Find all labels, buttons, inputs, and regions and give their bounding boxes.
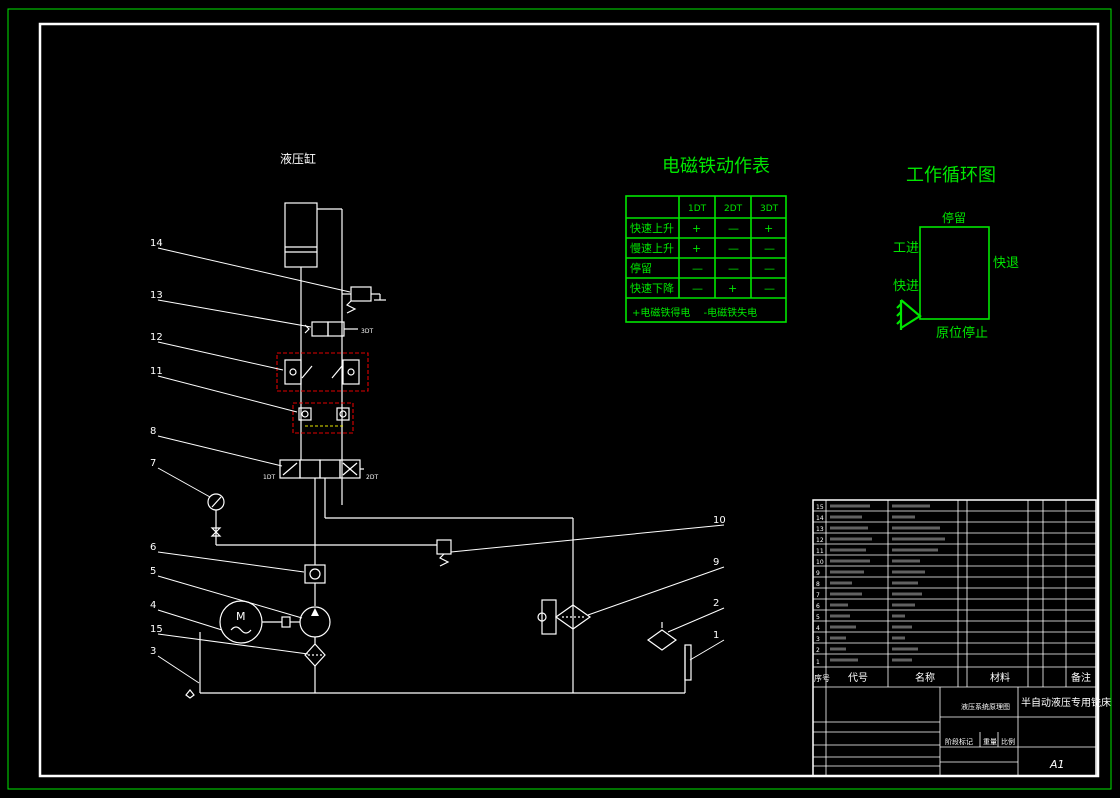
callout-10: 10 — [713, 515, 726, 526]
inner-frame — [38, 22, 1100, 778]
tag-3dt: 3DT — [361, 328, 373, 335]
callout-8: 8 — [150, 426, 156, 437]
sheet-size: A1 — [1049, 758, 1065, 771]
header-code: 代号 — [848, 672, 868, 684]
part-row-number: 7 — [816, 592, 820, 599]
scale-label: 比例 — [1001, 737, 1015, 746]
cylinder-label: 液压缸 — [280, 151, 316, 166]
weight-label: 重量 — [983, 738, 997, 746]
part-row-number: 5 — [816, 614, 820, 621]
title-block: 15 14 13 12 11 10 9 8 7 6 5 4 3 2 1 — [812, 499, 1111, 777]
cycle-label-right: 快退 — [993, 256, 1019, 271]
part-row-number: 13 — [816, 526, 824, 533]
part-row-number: 12 — [816, 537, 824, 544]
cell: + — [728, 282, 737, 295]
project-title: 半自动液压专用铣床 — [1021, 696, 1111, 709]
callout-14: 14 — [150, 238, 163, 249]
callout-13: 13 — [150, 290, 163, 301]
cell: + — [764, 222, 773, 235]
cycle-label-left-upper: 工进 — [893, 241, 919, 256]
cell: — — [728, 222, 739, 235]
cell: — — [692, 262, 703, 275]
tag-1dt: 1DT — [263, 474, 275, 481]
callout-3: 3 — [150, 646, 156, 657]
cell: — — [728, 262, 739, 275]
callout-15: 15 — [150, 624, 163, 635]
work-cycle-diagram: 工作循环图 停留 工进 快进 快退 原位停止 — [893, 165, 1019, 341]
cycle-label-left-lower: 快进 — [893, 279, 919, 294]
header-1dt: 1DT — [688, 204, 707, 214]
part-row-number: 4 — [816, 625, 820, 632]
part-row-number: 15 — [816, 504, 824, 511]
part-row-number: 3 — [816, 636, 820, 643]
part-row-number: 2 — [816, 647, 820, 654]
motor-m-label: M — [236, 610, 246, 623]
stage-mark-label: 阶段标记 — [945, 737, 973, 746]
callout-1: 1 — [713, 630, 719, 641]
header-3dt: 3DT — [760, 204, 779, 214]
cycle-label-bottom: 原位停止 — [936, 325, 988, 341]
hydraulic-circuit: 液压缸 3DT — [150, 151, 726, 699]
header-note: 备注 — [1071, 671, 1091, 684]
cycle-label-top: 停留 — [942, 210, 966, 225]
cell: — — [764, 262, 775, 275]
callout-5: 5 — [150, 566, 156, 577]
part-row-number: 6 — [816, 603, 820, 610]
row-label: 快速上升 — [630, 222, 674, 235]
cell: — — [728, 242, 739, 255]
cell: — — [692, 282, 703, 295]
header-material: 材料 — [990, 671, 1010, 684]
header-2dt: 2DT — [724, 204, 743, 214]
solenoid-table: 电磁铁动作表 1DT 2DT 3DT 快速上升 + — + 慢速上升 + — —… — [625, 156, 787, 323]
cell: + — [692, 222, 701, 235]
tag-2dt: 2DT — [366, 474, 378, 481]
part-row-number: 1 — [816, 659, 820, 666]
row-label: 慢速上升 — [630, 242, 674, 255]
callout-4: 4 — [150, 600, 156, 611]
callout-11: 11 — [150, 366, 163, 377]
callout-2: 2 — [713, 598, 719, 609]
part-row-number: 9 — [816, 570, 820, 577]
callout-12: 12 — [150, 332, 163, 343]
part-row-number: 10 — [816, 559, 824, 566]
callout-9: 9 — [713, 557, 719, 568]
outer-frame — [7, 8, 1112, 790]
header-seq: 序号 — [814, 673, 830, 683]
cell: — — [764, 242, 775, 255]
callout-6: 6 — [150, 542, 156, 553]
row-label: 停留 — [630, 261, 652, 275]
part-row-number: 8 — [816, 581, 820, 588]
cell: + — [692, 242, 701, 255]
part-row-number: 14 — [816, 515, 824, 522]
cell: — — [764, 282, 775, 295]
row-label: 快速下降 — [630, 281, 674, 295]
cycle-title: 工作循环图 — [906, 165, 996, 186]
drawing-name: 液压系统原理图 — [961, 702, 1010, 711]
solenoid-table-note: +电磁铁得电 -电磁铁失电 — [632, 306, 757, 319]
header-name: 名称 — [915, 671, 935, 684]
callout-7: 7 — [150, 458, 156, 469]
part-row-number: 11 — [816, 548, 824, 555]
solenoid-table-title: 电磁铁动作表 — [662, 156, 770, 177]
